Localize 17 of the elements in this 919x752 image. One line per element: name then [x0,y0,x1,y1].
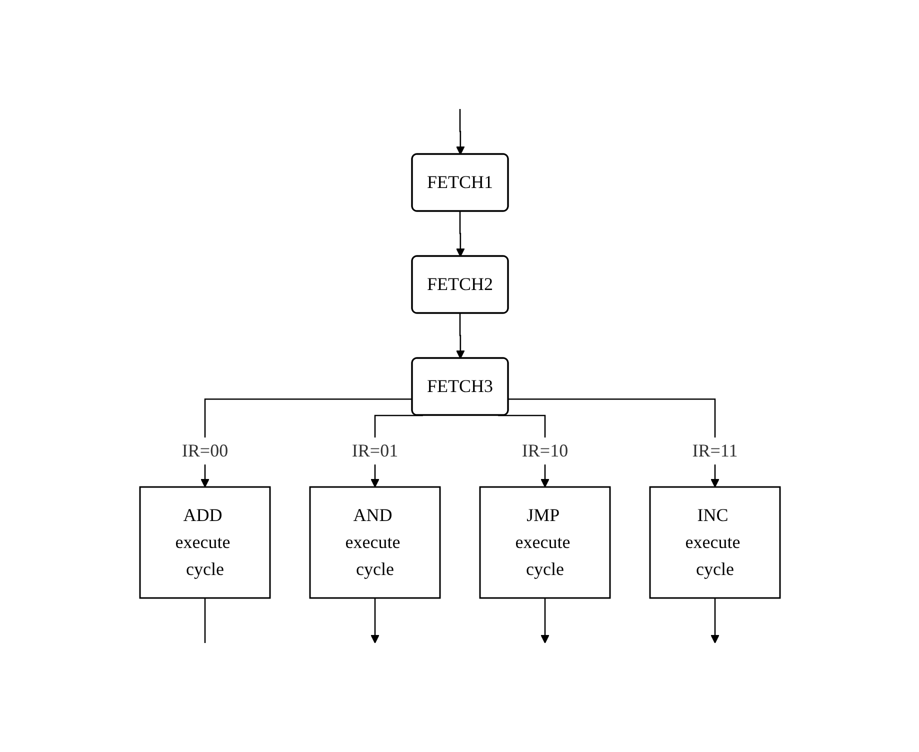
edge-label: IR=10 [521,440,568,460]
arrow [508,398,719,488]
arrow [370,597,379,644]
edge-label: IR=00 [181,440,228,460]
arrow [200,398,412,488]
node-box: AND execute cycle [308,486,440,599]
arrow [540,597,549,644]
arrow [456,312,464,359]
node-box: ADD execute cycle [138,486,270,599]
node-box: INC execute cycle [648,486,780,599]
arrow [456,210,464,257]
arrow [456,108,464,155]
edge-label: IR=01 [351,440,398,460]
edge-label: IR=11 [692,440,738,460]
node-box: JMP execute cycle [478,486,610,599]
connector [204,597,206,643]
arrow [710,597,719,644]
